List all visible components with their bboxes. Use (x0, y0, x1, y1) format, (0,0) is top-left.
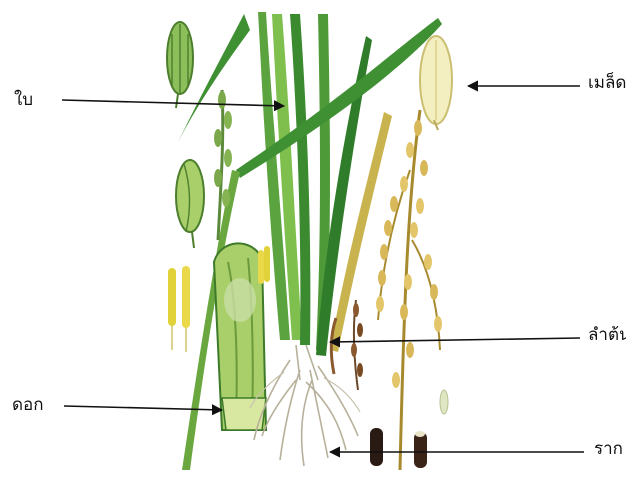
leaf-arrow (62, 100, 284, 106)
label-root: ราก (594, 441, 623, 458)
label-stem: ลำต้น (588, 327, 626, 344)
spikelet-icon (167, 22, 193, 108)
roots (250, 345, 360, 466)
husked-grain-icons (370, 390, 448, 468)
stem-arrow (330, 338, 580, 342)
grain-panicle (376, 110, 442, 470)
label-seed: เมล็ด (588, 75, 626, 92)
flower-cutaway-icon (214, 243, 270, 430)
stamens-icon (168, 266, 190, 352)
seed-icon (420, 36, 452, 130)
open-spikelet-icon (176, 160, 204, 248)
label-flower: ดอก (12, 397, 44, 414)
label-leaf: ใบ (14, 92, 33, 109)
